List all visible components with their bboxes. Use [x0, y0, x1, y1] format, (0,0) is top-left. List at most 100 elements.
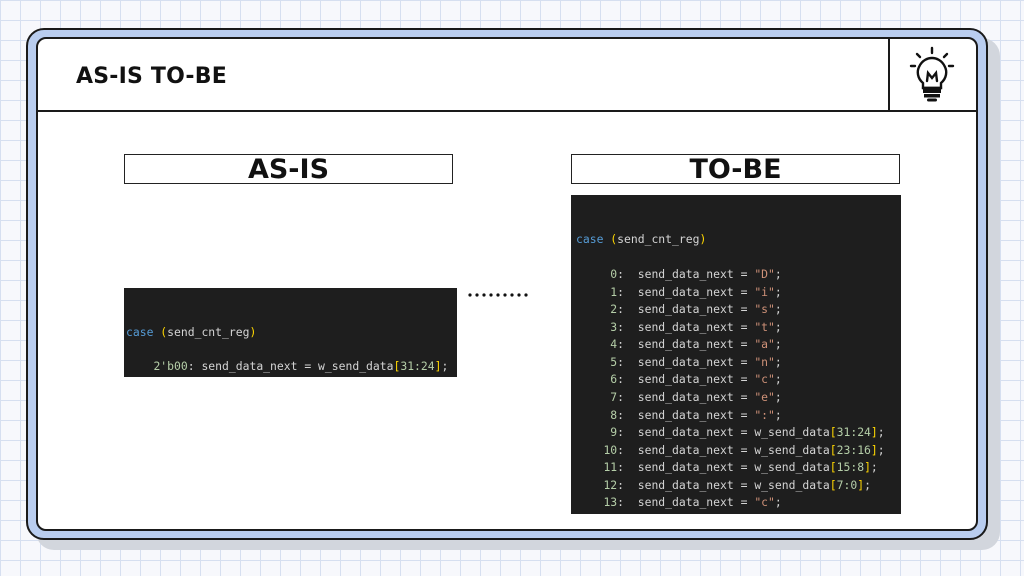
case-label: 3	[610, 319, 618, 334]
case-label: 9	[610, 425, 618, 440]
code-line: 5: send_data_next = "n";	[610, 354, 782, 369]
code-line: 8: send_data_next = ":";	[610, 407, 782, 422]
assign-target: send_data_next	[638, 513, 734, 514]
assign-target: send_data_next	[637, 267, 734, 282]
assign-value: "c"	[754, 372, 775, 387]
case-label: 14	[603, 513, 617, 514]
assign-source: w_send_data	[754, 460, 830, 475]
code-line: 2: send_data_next = "s";	[610, 302, 782, 317]
code-line: 4: send_data_next = "a";	[610, 337, 782, 352]
bracket-open: [	[829, 425, 837, 440]
assign-target: send_data_next	[637, 442, 734, 457]
bracket-open: [	[393, 376, 400, 377]
bracket-open: [	[393, 359, 401, 373]
code-line: 2'b00: send_data_next = w_send_data[31:2…	[153, 359, 449, 373]
assign-target: send_data_next	[201, 359, 298, 373]
assign-target: send_data_next	[637, 354, 734, 369]
assign-value: "c"	[754, 495, 775, 510]
case-label: 11	[603, 460, 618, 475]
bit-range: 15:8	[836, 460, 865, 475]
assign-value: ":"	[754, 407, 775, 422]
bracket-close: ]	[870, 442, 878, 457]
bit-range: 31:24	[836, 425, 871, 440]
bit-range: 7:0	[836, 477, 858, 492]
lightbulb-icon	[909, 46, 955, 102]
assign-source: w_send_data	[318, 359, 394, 373]
code-line: 13: send_data_next = "c";	[603, 495, 782, 510]
case-label: 6	[610, 372, 618, 387]
case-label: 12	[603, 477, 618, 492]
bracket-close: ]	[434, 359, 442, 373]
case-label: 5	[610, 354, 618, 369]
bit-range: 31:24	[400, 359, 435, 373]
assign-value: "a"	[754, 337, 775, 352]
assign-source: w_send_data	[754, 477, 830, 492]
code-line: 3: send_data_next = "t";	[610, 319, 782, 334]
assign-source: w_send_data	[754, 442, 830, 457]
assign-source: w_send_data	[754, 425, 830, 440]
icon-box	[888, 39, 976, 110]
case-label: 2'b01	[153, 376, 187, 377]
case-keyword: case	[126, 325, 154, 339]
assign-target: send_data_next	[637, 495, 734, 510]
assign-value: "s"	[754, 302, 775, 317]
bit-range: 23:16	[836, 442, 871, 457]
code-line: 12: send_data_next = w_send_data[7:0];	[603, 477, 871, 492]
code-line: 14: send_data_next = "m";	[576, 512, 901, 514]
as-is-code-block: case (send_cnt_reg) 2'b00: send_data_nex…	[124, 288, 457, 377]
assign-value: "t"	[754, 319, 775, 334]
case-label: 13	[603, 495, 618, 510]
assign-target: send_data_next	[637, 302, 734, 317]
case-label: 2	[610, 302, 618, 317]
bracket-open: [	[829, 442, 837, 457]
case-label: 2'b00	[153, 359, 188, 373]
code-line: 7: send_data_next = "e";	[610, 390, 782, 405]
assign-target: send_data_next	[637, 407, 734, 422]
case-label: 10	[603, 442, 618, 457]
assign-target: send_data_next	[201, 376, 297, 377]
case-label: 8	[610, 407, 618, 422]
case-label: 4	[610, 337, 618, 352]
page-title: AS-IS TO-BE	[76, 64, 227, 89]
assign-target: send_data_next	[637, 337, 734, 352]
code-line: 10: send_data_next = w_send_data[23:16];	[603, 442, 885, 457]
assign-target: send_data_next	[637, 460, 734, 475]
bracket-open: [	[829, 460, 837, 475]
code-line: 11: send_data_next = w_send_data[15:8];	[603, 460, 878, 475]
assign-value: "m"	[754, 513, 775, 514]
case-expression: send_cnt_reg	[617, 232, 700, 247]
bracket-close: ]	[870, 425, 878, 440]
case-header-line: case (send_cnt_reg)	[126, 325, 257, 339]
case-header-line: case (send_cnt_reg)	[576, 232, 707, 247]
assign-target: send_data_next	[637, 319, 734, 334]
case-label: 0	[610, 267, 618, 282]
assign-source: w_send_data	[318, 376, 393, 377]
code-line: 2'b01: send_data_next = w_send_data[23:1…	[126, 375, 457, 377]
bit-range: 23:16	[400, 376, 434, 377]
assign-target: send_data_next	[637, 372, 734, 387]
bracket-open: [	[829, 477, 837, 492]
case-label: 1	[610, 284, 618, 299]
slide-header: AS-IS TO-BE	[38, 39, 976, 112]
dotted-arrow-icon	[468, 293, 528, 297]
assign-target: send_data_next	[637, 425, 734, 440]
code-line: 1: send_data_next = "i";	[610, 284, 782, 299]
assign-target: send_data_next	[637, 284, 734, 299]
to-be-label: TO-BE	[571, 154, 900, 185]
assign-value: "e"	[754, 390, 775, 405]
to-be-code-block: case (send_cnt_reg) 0: send_data_next = …	[571, 195, 901, 514]
assign-target: send_data_next	[637, 390, 734, 405]
case-expression: send_cnt_reg	[167, 325, 250, 339]
case-label: 7	[610, 390, 618, 405]
bracket-close: ]	[857, 477, 865, 492]
assign-value: "i"	[754, 284, 775, 299]
bracket-close: ]	[864, 460, 871, 475]
as-is-label: AS-IS	[124, 154, 453, 185]
case-keyword: case	[576, 232, 604, 247]
bracket-close: ]	[435, 376, 442, 377]
code-line: 0: send_data_next = "D";	[610, 267, 782, 282]
assign-value: "n"	[754, 354, 775, 369]
code-line: 6: send_data_next = "c";	[610, 372, 782, 387]
code-line: 9: send_data_next = w_send_data[31:24];	[610, 425, 885, 440]
assign-target: send_data_next	[637, 477, 734, 492]
